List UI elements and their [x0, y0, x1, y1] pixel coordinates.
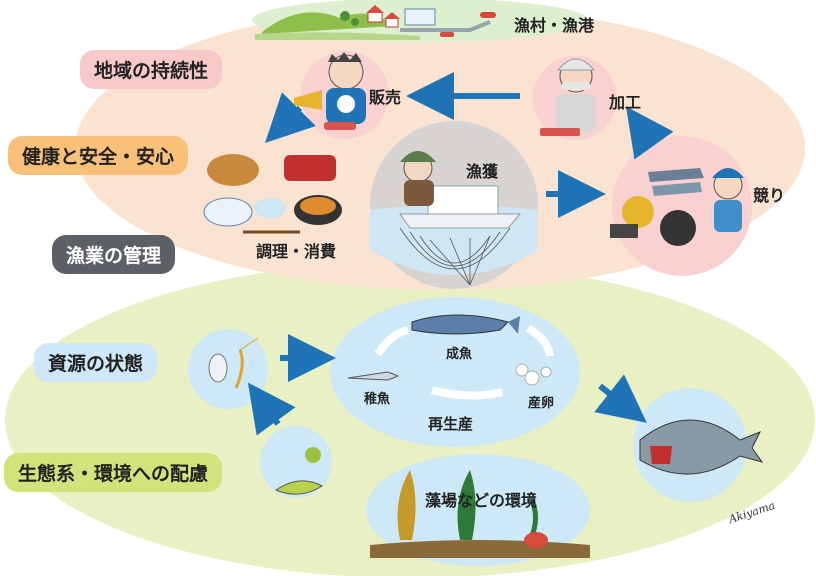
fishing-illustration [370, 121, 538, 289]
auction-label: 競り [753, 186, 786, 205]
port-label: 漁村・漁港 [514, 16, 595, 35]
sales-illustration [294, 51, 389, 139]
auction-illustration [610, 136, 752, 276]
tag-resource-status: 資源の状態 [34, 343, 158, 382]
tag-fishery-management: 漁業の管理 [52, 235, 176, 274]
juvenile-label: 稚魚 [364, 392, 391, 407]
fishing-label: 漁獲 [466, 162, 499, 181]
seaweed-illustration [366, 454, 590, 566]
processing-illustration [533, 56, 617, 140]
spawning-label: 産卵 [528, 396, 555, 411]
cooking-label: 調理・消費 [256, 242, 337, 261]
adult-fish-label: 成魚 [446, 347, 473, 362]
shrimp-illustration [188, 329, 268, 409]
seaweed-label: 藻場などの環境 [425, 491, 538, 510]
village-illustration [252, 0, 588, 42]
plankton-illustration [260, 426, 332, 498]
flow-arrows [247, 72, 674, 436]
reproduction-cycle [330, 297, 580, 447]
processing-label: 加工 [609, 93, 642, 112]
tag-health-safety: 健康と安全・安心 [8, 136, 189, 175]
reproduction-label: 再生産 [428, 415, 474, 433]
cooking-illustration [203, 154, 342, 234]
sales-label: 販売 [369, 88, 402, 107]
tag-ecosystem: 生態系・環境への配慮 [4, 453, 223, 492]
shark-illustration [633, 388, 764, 502]
tag-sustainability: 地域の持続性 [80, 50, 223, 89]
